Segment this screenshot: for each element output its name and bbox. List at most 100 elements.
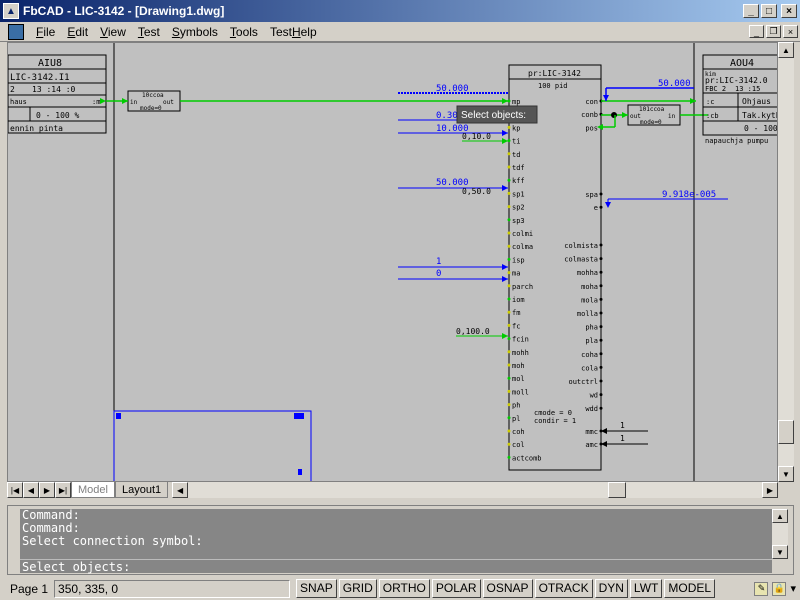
pid-right-pin-dot[interactable] [599,352,603,356]
wire-blue-mp-dashed[interactable]: 50.000 [398,84,508,94]
toggle-snap[interactable]: SNAP [296,579,337,598]
pid-right-pin-dot[interactable] [599,406,603,410]
last-tab-icon[interactable]: ▶| [55,482,71,498]
tools-icon[interactable]: ✎ [754,581,769,596]
pid-right-pin-dot[interactable] [599,192,603,196]
toggle-dyn[interactable]: DYN [594,579,628,598]
menu-test[interactable]: Test [137,24,160,39]
pid-left-pin-dot[interactable] [507,218,511,222]
pid-left-pin-dot[interactable] [507,455,511,459]
wire-ma[interactable]: 1 [398,257,508,270]
menu-symbols[interactable]: Symbols [171,24,218,39]
toggle-model[interactable]: MODEL [664,579,716,598]
toggle-osnap[interactable]: OSNAP [482,579,533,598]
func-block-left[interactable]: 10ccoa in out mode=0 [127,90,181,112]
pid-left-pin-dot[interactable] [507,191,511,195]
tab-layout1[interactable]: Layout1 [114,482,169,498]
maximize-button[interactable]: □ [761,4,777,18]
wire-con[interactable]: 50.000 [601,79,696,104]
pid-left-pin-dot[interactable] [507,442,511,446]
func-block-right[interactable]: 101ccoa out in mode=0 [627,104,681,126]
wire-pos[interactable] [597,115,616,130]
pid-left-pin-dot[interactable] [507,271,511,275]
tab-model[interactable]: Model [71,482,115,498]
pid-left-pin-dot[interactable] [507,99,511,103]
wire-fcin[interactable]: 0,100.0 [456,327,508,339]
command-input[interactable]: Select objects: [20,559,772,574]
next-tab-icon[interactable]: ▶ [39,482,55,498]
wire-e[interactable]: 9.918e-005 [605,190,728,208]
vertical-scroll-thumb[interactable] [778,420,794,444]
wire-mmc[interactable]: 1 [601,421,648,434]
pid-right-pin-dot[interactable] [599,365,603,369]
document-icon[interactable] [8,23,24,40]
pid-left-pin-dot[interactable] [507,403,511,407]
wire-parch[interactable]: 0 [398,269,508,282]
doc-close-button[interactable]: × [783,25,798,38]
pid-right-pin-dot[interactable] [599,243,603,247]
pid-right-pin-dot[interactable] [599,311,603,315]
lock-icon[interactable]: 🔒 [772,581,787,596]
pid-right-pin-dot[interactable] [599,284,603,288]
menu-view[interactable]: View [100,24,126,39]
status-coordinates[interactable]: 350, 335, 0 [54,579,291,598]
wire-amc[interactable]: 1 [601,434,648,447]
pid-right-pin-dot[interactable] [599,325,603,329]
pid-left-pin-dot[interactable] [507,323,511,327]
pid-left-pin-dot[interactable] [507,284,511,288]
pid-left-pin-dot[interactable] [507,165,511,169]
selection-window[interactable] [113,410,312,482]
command-scrollbar[interactable]: ▲ ▼ [772,509,788,559]
pid-right-pin-dot[interactable] [599,257,603,261]
pid-left-pin-dot[interactable] [507,205,511,209]
pid-right-pin-dot[interactable] [599,393,603,397]
cmd-scroll-up-icon[interactable]: ▲ [772,509,788,523]
doc-minimize-button[interactable]: _ [749,25,764,38]
horizontal-scrollbar[interactable]: ◀ ▶ [172,482,778,498]
drawing-canvas[interactable]: AIU8 LIC-3142.I1 2 13 :14 :0 haus :m 0 -… [7,42,778,482]
toggle-ortho[interactable]: ORTHO [378,579,430,598]
pid-left-pin-dot[interactable] [507,429,511,433]
menu-tools[interactable]: Tools [229,24,258,39]
drawing-svg[interactable]: AIU8 LIC-3142.I1 2 13 :14 :0 haus :m 0 -… [8,43,778,482]
scroll-left-icon[interactable]: ◀ [172,482,189,498]
pid-left-pin-dot[interactable] [507,257,511,261]
pid-left-pin-dot[interactable] [507,376,511,380]
pid-right-pin-dot[interactable] [599,205,603,209]
cmd-scroll-down-icon[interactable]: ▼ [772,545,788,559]
horizontal-scroll-thumb[interactable] [608,482,627,498]
aou4-block[interactable]: AOU4 kim pr:LIC-3142.0 FBC 2 13 :15 :c O… [702,54,778,145]
menu-file[interactable]: File [36,24,56,39]
scroll-up-icon[interactable]: ▲ [778,42,794,58]
wire-kp[interactable]: 10.000 [398,124,508,136]
pid-right-pin-dot[interactable] [599,338,603,342]
pid-left-pin-dot[interactable] [507,389,511,393]
pid-block[interactable]: pr:LIC-3142 100 pid mpkkptitdtdfkffsp1sp… [507,64,603,471]
pid-left-pin-dot[interactable] [507,363,511,367]
pid-left-pin-dot[interactable] [507,152,511,156]
vertical-scrollbar[interactable]: ▲ ▼ [778,42,794,482]
wire-ti[interactable]: 0,10.0 [462,132,508,144]
toggle-lwt[interactable]: LWT [629,579,663,598]
menu-edit[interactable]: Edit [67,24,89,39]
fbcad-logo-icon[interactable]: ▲ [3,3,19,19]
toggle-otrack[interactable]: OTRACK [534,579,593,598]
pid-left-pin-dot[interactable] [507,297,511,301]
pid-right-pin-dot[interactable] [599,297,603,301]
toggle-grid[interactable]: GRID [338,579,377,598]
toggle-polar[interactable]: POLAR [431,579,481,598]
first-tab-icon[interactable]: |◀ [7,482,23,498]
tray-dropdown-icon[interactable]: ▾ [790,583,796,595]
pid-left-pin-dot[interactable] [507,231,511,235]
wire-sp1[interactable]: 50.000 0,50.0 [398,178,508,196]
pid-right-pin-dot[interactable] [599,379,603,383]
scroll-right-icon[interactable]: ▶ [762,482,778,498]
menu-testhelp[interactable]: TestHelp [269,24,317,39]
wire-green-mp[interactable] [100,98,508,104]
pid-left-pin-dot[interactable] [507,178,511,182]
pid-left-pin-dot[interactable] [507,416,511,420]
pid-left-pin-dot[interactable] [507,337,511,341]
prev-tab-icon[interactable]: ◀ [23,482,39,498]
close-button[interactable]: × [781,4,797,18]
pid-left-pin-dot[interactable] [507,244,511,248]
